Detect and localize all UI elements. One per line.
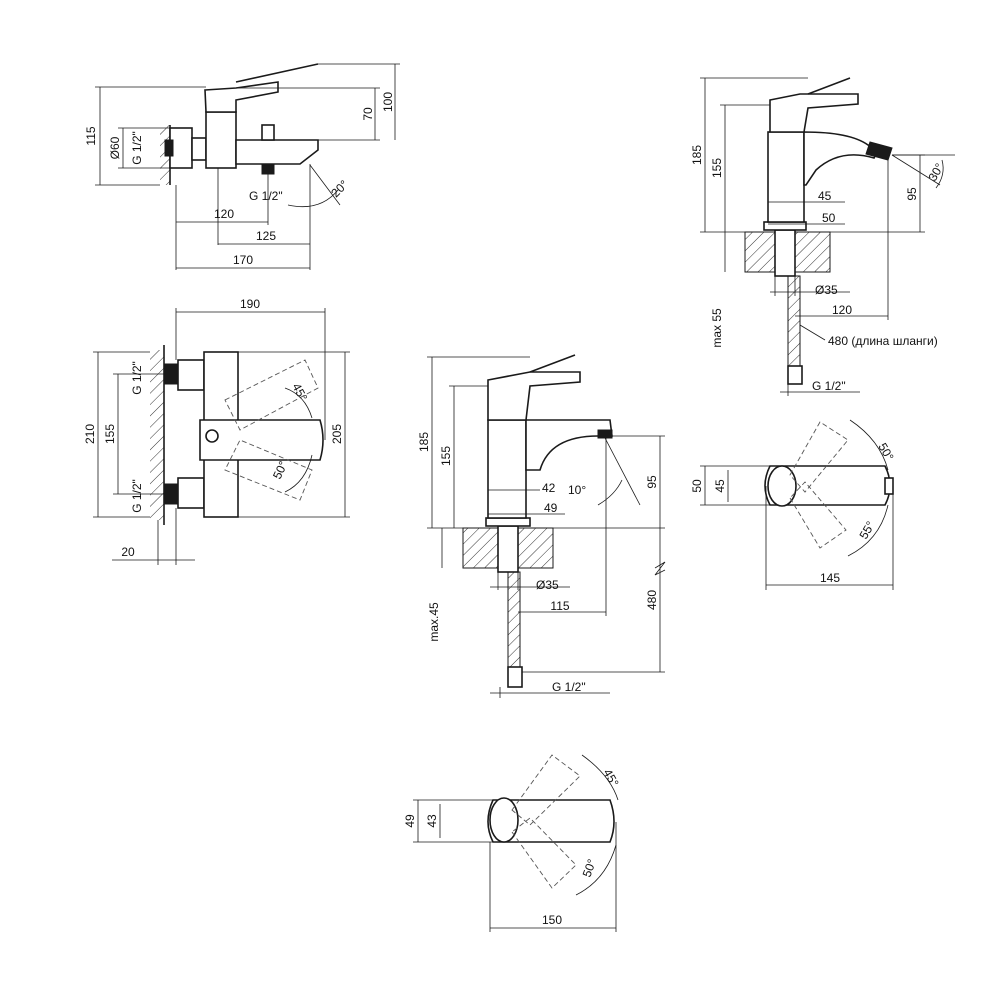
hose-outlet — [261, 163, 275, 175]
dim-g12: G 1/2" — [130, 131, 144, 165]
dim-100: 100 — [381, 92, 395, 112]
dim-205: 205 — [330, 424, 344, 444]
dim-155: 155 — [103, 424, 117, 444]
bath-mixer-front-view: 190 210 155 G 1/2" G 1/2" 205 45° 50° 20 — [83, 297, 350, 565]
basin-top-body — [489, 797, 519, 843]
bidet-hose-nut — [787, 365, 803, 385]
dim-210: 210 — [83, 424, 97, 444]
dim-190: 190 — [240, 297, 260, 311]
dim-g12b: G 1/2" — [249, 189, 283, 203]
dim-95-bidet: 95 — [905, 187, 919, 201]
basin-top-handle — [487, 799, 615, 843]
dim-50deg-bidet: 50° — [875, 441, 896, 464]
dim-95: 95 — [645, 475, 659, 489]
dim-115-basin: 115 — [550, 599, 569, 613]
bidet-body — [767, 131, 805, 223]
dim-480: 480 — [645, 590, 659, 610]
dim-45-bidet-top: 45 — [713, 479, 727, 493]
dim-20: 20 — [121, 545, 135, 559]
basin-handle-raised — [529, 354, 576, 373]
bidet-mixer-top-view: 50 45 145 50° 55° — [690, 419, 897, 590]
body — [205, 111, 237, 169]
basin-body — [487, 419, 527, 519]
dim-max45: max.45 — [427, 602, 441, 642]
dim-g12-bidet: G 1/2" — [812, 379, 846, 393]
bidet-spout — [803, 131, 880, 186]
aerator — [597, 429, 613, 439]
dim-145: 145 — [820, 571, 840, 585]
basin-handle — [487, 371, 581, 421]
dim-d35: Ø35 — [536, 578, 559, 592]
elbow-bottom — [177, 477, 205, 509]
handle — [204, 81, 279, 113]
dim-g12b-front: G 1/2" — [130, 479, 144, 513]
handle-raised — [235, 63, 319, 83]
bidet-top-body — [767, 465, 797, 507]
dim-45-bidet: 45 — [818, 189, 832, 203]
dim-155-bidet: 155 — [710, 158, 724, 178]
dim-170: 170 — [233, 253, 253, 267]
dim-50-bidet: 50 — [822, 211, 836, 225]
basin-spout — [525, 419, 613, 471]
dim-115: 115 — [84, 126, 98, 145]
basin-mixer-side-view: 185 155 42 10° 49 95 Ø35 max.45 115 480 … — [417, 354, 666, 698]
dim-120: 120 — [214, 207, 234, 221]
elbow-top — [177, 359, 205, 391]
dim-185: 185 — [417, 432, 431, 452]
bath-mixer-side-view: 115 Ø60 G 1/2" 70 100 120 125 170 G 1/2"… — [84, 63, 400, 270]
angle-arc-20 — [287, 189, 339, 208]
bidet-shank — [774, 229, 796, 277]
dim-185-bidet: 185 — [690, 145, 704, 165]
wall-hatch-front — [150, 350, 164, 520]
spout — [235, 139, 319, 165]
dim-45deg-top: 45° — [600, 767, 621, 790]
dim-150-top: 150 — [542, 913, 562, 927]
dim-49-top: 49 — [403, 814, 417, 828]
dim-50-bidet-top: 50 — [690, 479, 704, 493]
dim-155-basin: 155 — [439, 446, 453, 466]
dim-125: 125 — [256, 229, 276, 243]
bidet-base — [763, 221, 807, 231]
dim-43-top: 43 — [425, 814, 439, 828]
dim-g12a: G 1/2" — [130, 361, 144, 395]
dim-30deg: 30° — [925, 161, 946, 184]
dim-d35-bidet: Ø35 — [815, 283, 838, 297]
bidet-handle — [769, 93, 859, 133]
dim-120-bidet: 120 — [832, 303, 852, 317]
connector-bottom — [163, 483, 179, 505]
dim-45deg-front: 45° — [289, 381, 310, 404]
dim-50deg-top: 50° — [580, 857, 599, 879]
dim-49: 49 — [544, 501, 558, 515]
dim-42: 42 — [542, 481, 556, 495]
front-handle — [199, 419, 324, 461]
hose-nut — [507, 666, 523, 688]
hose-length-label: 480 (длина шланги) — [828, 334, 938, 348]
dim-10deg: 10° — [568, 483, 586, 497]
bidet-top-handle — [764, 465, 891, 506]
connector-top — [163, 363, 179, 385]
dim-50deg-front: 50° — [270, 459, 290, 482]
connector — [164, 139, 174, 157]
shank — [497, 525, 519, 573]
dim-d60: Ø60 — [108, 136, 122, 159]
bidet-hose — [787, 275, 801, 367]
basin-mixer-top-view: 49 43 150 45° 50° — [403, 754, 622, 932]
diverter-knob — [261, 124, 275, 141]
base — [485, 517, 531, 527]
dim-max55: max 55 — [710, 308, 724, 348]
dim-55deg: 55° — [856, 519, 877, 542]
dim-70: 70 — [361, 107, 375, 121]
bidet-mixer-side-view: 185 155 45 50 95 30° Ø35 120 max 55 480 … — [690, 77, 955, 396]
dim-g12-basin: G 1/2" — [552, 680, 586, 694]
elbow — [191, 137, 207, 161]
